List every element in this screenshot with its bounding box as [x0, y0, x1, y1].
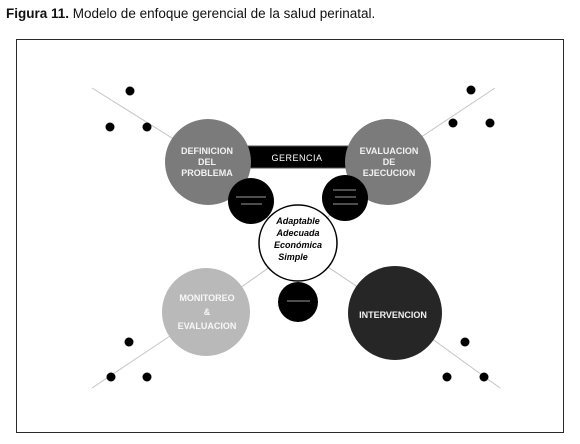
definicion-problema-circle: [165, 119, 251, 205]
figure-number: Figura 11.: [6, 6, 70, 21]
monitoreo-label-2: &: [204, 307, 211, 317]
corner-dot: [479, 372, 489, 382]
monitoreo-evaluacion-circle: [162, 268, 250, 356]
gerencia-label: GERENCIA: [271, 153, 322, 163]
corner-dot: [105, 122, 115, 132]
intervencion-label: INTERVENCION: [359, 310, 427, 320]
monitoreo-label-3: EVALUACION: [178, 321, 237, 331]
corner-dot: [485, 118, 495, 128]
criteria-adecuada: Adecuada: [275, 228, 319, 238]
evaluacion-ejecucion-label-3: EJECUCION: [363, 168, 416, 178]
center-criteria-circle: [258, 204, 338, 282]
criteria-adaptable: Adaptable: [275, 216, 320, 226]
small-black-circle-right: [322, 175, 368, 221]
corner-dot: [106, 372, 116, 382]
corner-dot: [142, 122, 152, 132]
figure-title: Modelo de enfoque gerencial de la salud …: [69, 6, 376, 21]
definicion-label-2: DEL: [198, 157, 217, 167]
corner-dot: [125, 86, 135, 96]
small-black-circle-left: [228, 178, 274, 224]
definicion-label-3: PROBLEMA: [181, 168, 233, 178]
intervencion-circle: [348, 266, 442, 360]
corner-dot: [124, 337, 134, 347]
evaluacion-ejecucion-label-1: EVALUACION: [360, 146, 419, 156]
corner-dot: [460, 337, 470, 347]
corner-dot: [442, 372, 452, 382]
evaluacion-ejecucion-label-2: DE: [383, 157, 396, 167]
small-black-circle-bottom: [278, 282, 318, 322]
criteria-economica: Económica: [274, 240, 322, 250]
definicion-label-1: DEFINICION: [181, 146, 233, 156]
corner-dot: [466, 85, 476, 95]
corner-dot: [448, 118, 458, 128]
criteria-simple: Simple: [278, 252, 308, 262]
monitoreo-label-1: MONITOREO: [179, 293, 234, 303]
figure-caption: Figura 11. Modelo de enfoque gerencial d…: [6, 6, 375, 21]
evaluacion-ejecucion-circle: [345, 119, 431, 205]
corner-dot: [142, 372, 152, 382]
